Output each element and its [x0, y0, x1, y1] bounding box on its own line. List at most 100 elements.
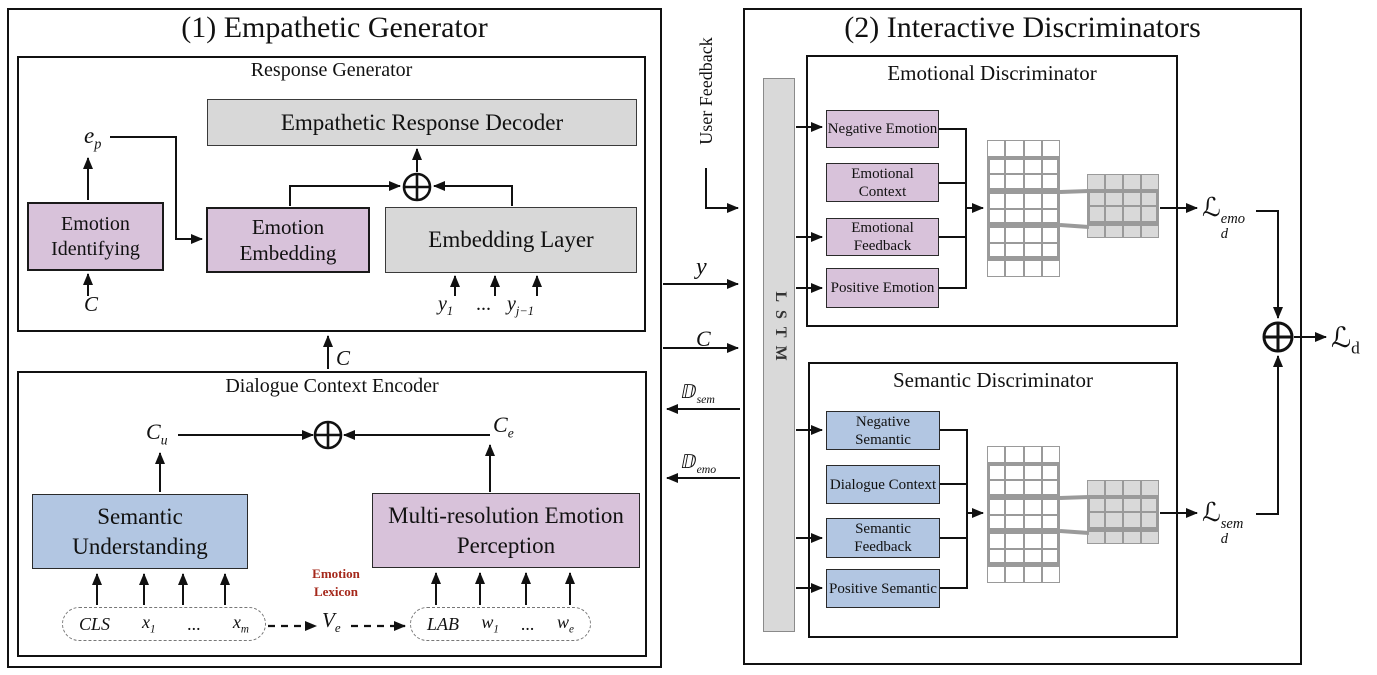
emotional-context-box: Emotional Context	[826, 163, 939, 202]
grid-cell	[1041, 446, 1060, 464]
token-dots2: ...	[521, 613, 535, 634]
semantic-discriminator-title: Semantic Discriminator	[892, 368, 1094, 392]
semantic-pooled-grid	[1087, 480, 1159, 544]
ep-label: ep	[84, 123, 102, 153]
grid-cell	[1123, 206, 1141, 222]
decoder-label: Empathetic Response Decoder	[280, 109, 564, 135]
y1-label: y1	[438, 293, 454, 318]
emotion-identifying-label: Emotion Identifying	[51, 212, 140, 260]
embedding-layer-box: Embedding Layer	[385, 207, 637, 273]
grid-cell	[1141, 528, 1159, 544]
token-w1: w1	[481, 612, 499, 636]
token-x1: x1	[141, 612, 156, 636]
emotion-embedding-box: Emotion Embedding	[206, 207, 370, 273]
embedding-layer-label: Embedding Layer	[428, 227, 594, 252]
context-out-label: C	[336, 346, 351, 370]
dialogue-context-encoder-box	[17, 371, 647, 657]
grid-cell	[987, 140, 1006, 158]
negative-emotion-box: Negative Emotion	[826, 110, 939, 148]
grid-cell	[1105, 222, 1123, 238]
grid-cell	[1123, 174, 1141, 190]
emotional-discriminator-title: Emotional Discriminator	[887, 61, 1097, 85]
semantic-understanding-box: Semantic Understanding	[32, 494, 248, 569]
grid-cell	[1005, 140, 1024, 158]
emotion-identifying-box: Emotion Identifying	[27, 202, 164, 271]
grid-cell	[1087, 480, 1105, 496]
grid-cell	[1023, 548, 1042, 566]
positive-emotion-box: Positive Emotion	[826, 268, 939, 308]
context-input-label: C	[84, 292, 99, 316]
grid-cell	[1105, 528, 1123, 544]
input-tokens-oval: CLS x1 ... xm	[62, 607, 266, 641]
yj-label: yj−1	[507, 293, 534, 318]
user-feedback-label: User Feedback	[696, 37, 716, 145]
grid-cell	[1105, 480, 1123, 496]
semantic-conv-window-1	[987, 463, 1060, 497]
response-generator-box	[17, 56, 646, 332]
emotional-conv-window-1	[987, 157, 1060, 191]
grid-cell	[1087, 174, 1105, 190]
emotional-conv-window-3	[987, 225, 1060, 259]
semantic-conv-window-2	[987, 497, 1060, 531]
token-dots: ...	[187, 613, 201, 634]
grid-cell	[1123, 222, 1141, 238]
grid-cell	[1105, 512, 1123, 528]
grid-cell	[1141, 174, 1159, 190]
grid-cell	[1123, 528, 1141, 544]
grid-cell	[1005, 446, 1024, 464]
grid-cell	[1023, 242, 1042, 260]
arrow-user-feedback	[705, 168, 739, 213]
grid-cell	[1005, 548, 1024, 566]
grid-cell	[987, 446, 1006, 464]
grid-cell	[1105, 206, 1123, 222]
token-cls: CLS	[79, 613, 111, 634]
grid-cell	[1041, 565, 1060, 583]
grid-cell	[1005, 565, 1024, 583]
y-channel-label: y	[696, 254, 707, 280]
negative-semantic-box: Negative Semantic	[826, 411, 940, 450]
emotional-feedback-box: Emotional Feedback	[826, 218, 939, 256]
discriminators-title: (2) Interactive Discriminators	[844, 11, 1201, 44]
ce-label: Ce	[493, 412, 514, 441]
semantic-feedback-box: Semantic Feedback	[826, 518, 940, 558]
emotion-perception-box: Multi-resolution Emotion Perception	[372, 493, 640, 568]
emotional-pool-window	[1087, 190, 1159, 226]
positive-semantic-box: Positive Semantic	[826, 569, 940, 608]
grid-cell	[1141, 222, 1159, 238]
grid-cell	[1123, 512, 1141, 528]
emotion-embedding-label: Emotion Embedding	[239, 214, 337, 265]
grid-cell	[1087, 528, 1105, 544]
total-loss-label: ℒd	[1331, 321, 1360, 358]
d-sem-label: ⅅsem	[681, 381, 715, 406]
grid-cell	[1041, 140, 1060, 158]
token-we: we	[557, 612, 574, 636]
grid-cell	[1123, 480, 1141, 496]
emotion-lexicon-label: Emotion Lexicon	[312, 566, 360, 599]
grid-cell	[987, 565, 1006, 583]
semantic-conv-window-3	[987, 531, 1060, 565]
dialogue-context-encoder-title: Dialogue Context Encoder	[225, 375, 439, 397]
channel-arrows	[663, 168, 740, 483]
ve-label: Ve	[322, 608, 341, 636]
grid-cell	[1105, 174, 1123, 190]
dialogue-context-box: Dialogue Context	[826, 465, 940, 504]
grid-cell	[1023, 140, 1042, 158]
lstm-bar	[763, 78, 795, 632]
grid-cell	[1023, 259, 1042, 277]
generator-title: (1) Empathetic Generator	[181, 11, 488, 44]
lexicon-tokens-oval: LAB w1 ... we	[410, 607, 591, 641]
semantic-pool-window	[1087, 496, 1159, 532]
d-emo-label: ⅅemo	[681, 451, 717, 476]
emotional-discriminator-box	[806, 55, 1178, 327]
empathetic-response-decoder-box: Empathetic Response Decoder	[207, 99, 637, 146]
grid-cell	[987, 259, 1006, 277]
grid-cell	[1141, 480, 1159, 496]
grid-cell	[1041, 259, 1060, 277]
grid-cell	[1023, 565, 1042, 583]
semantic-understanding-label: Semantic Understanding	[72, 503, 208, 559]
emotion-perception-label: Multi-resolution Emotion Perception	[388, 502, 624, 558]
token-xm: xm	[232, 612, 249, 636]
semantic-discriminator-box	[808, 362, 1178, 638]
